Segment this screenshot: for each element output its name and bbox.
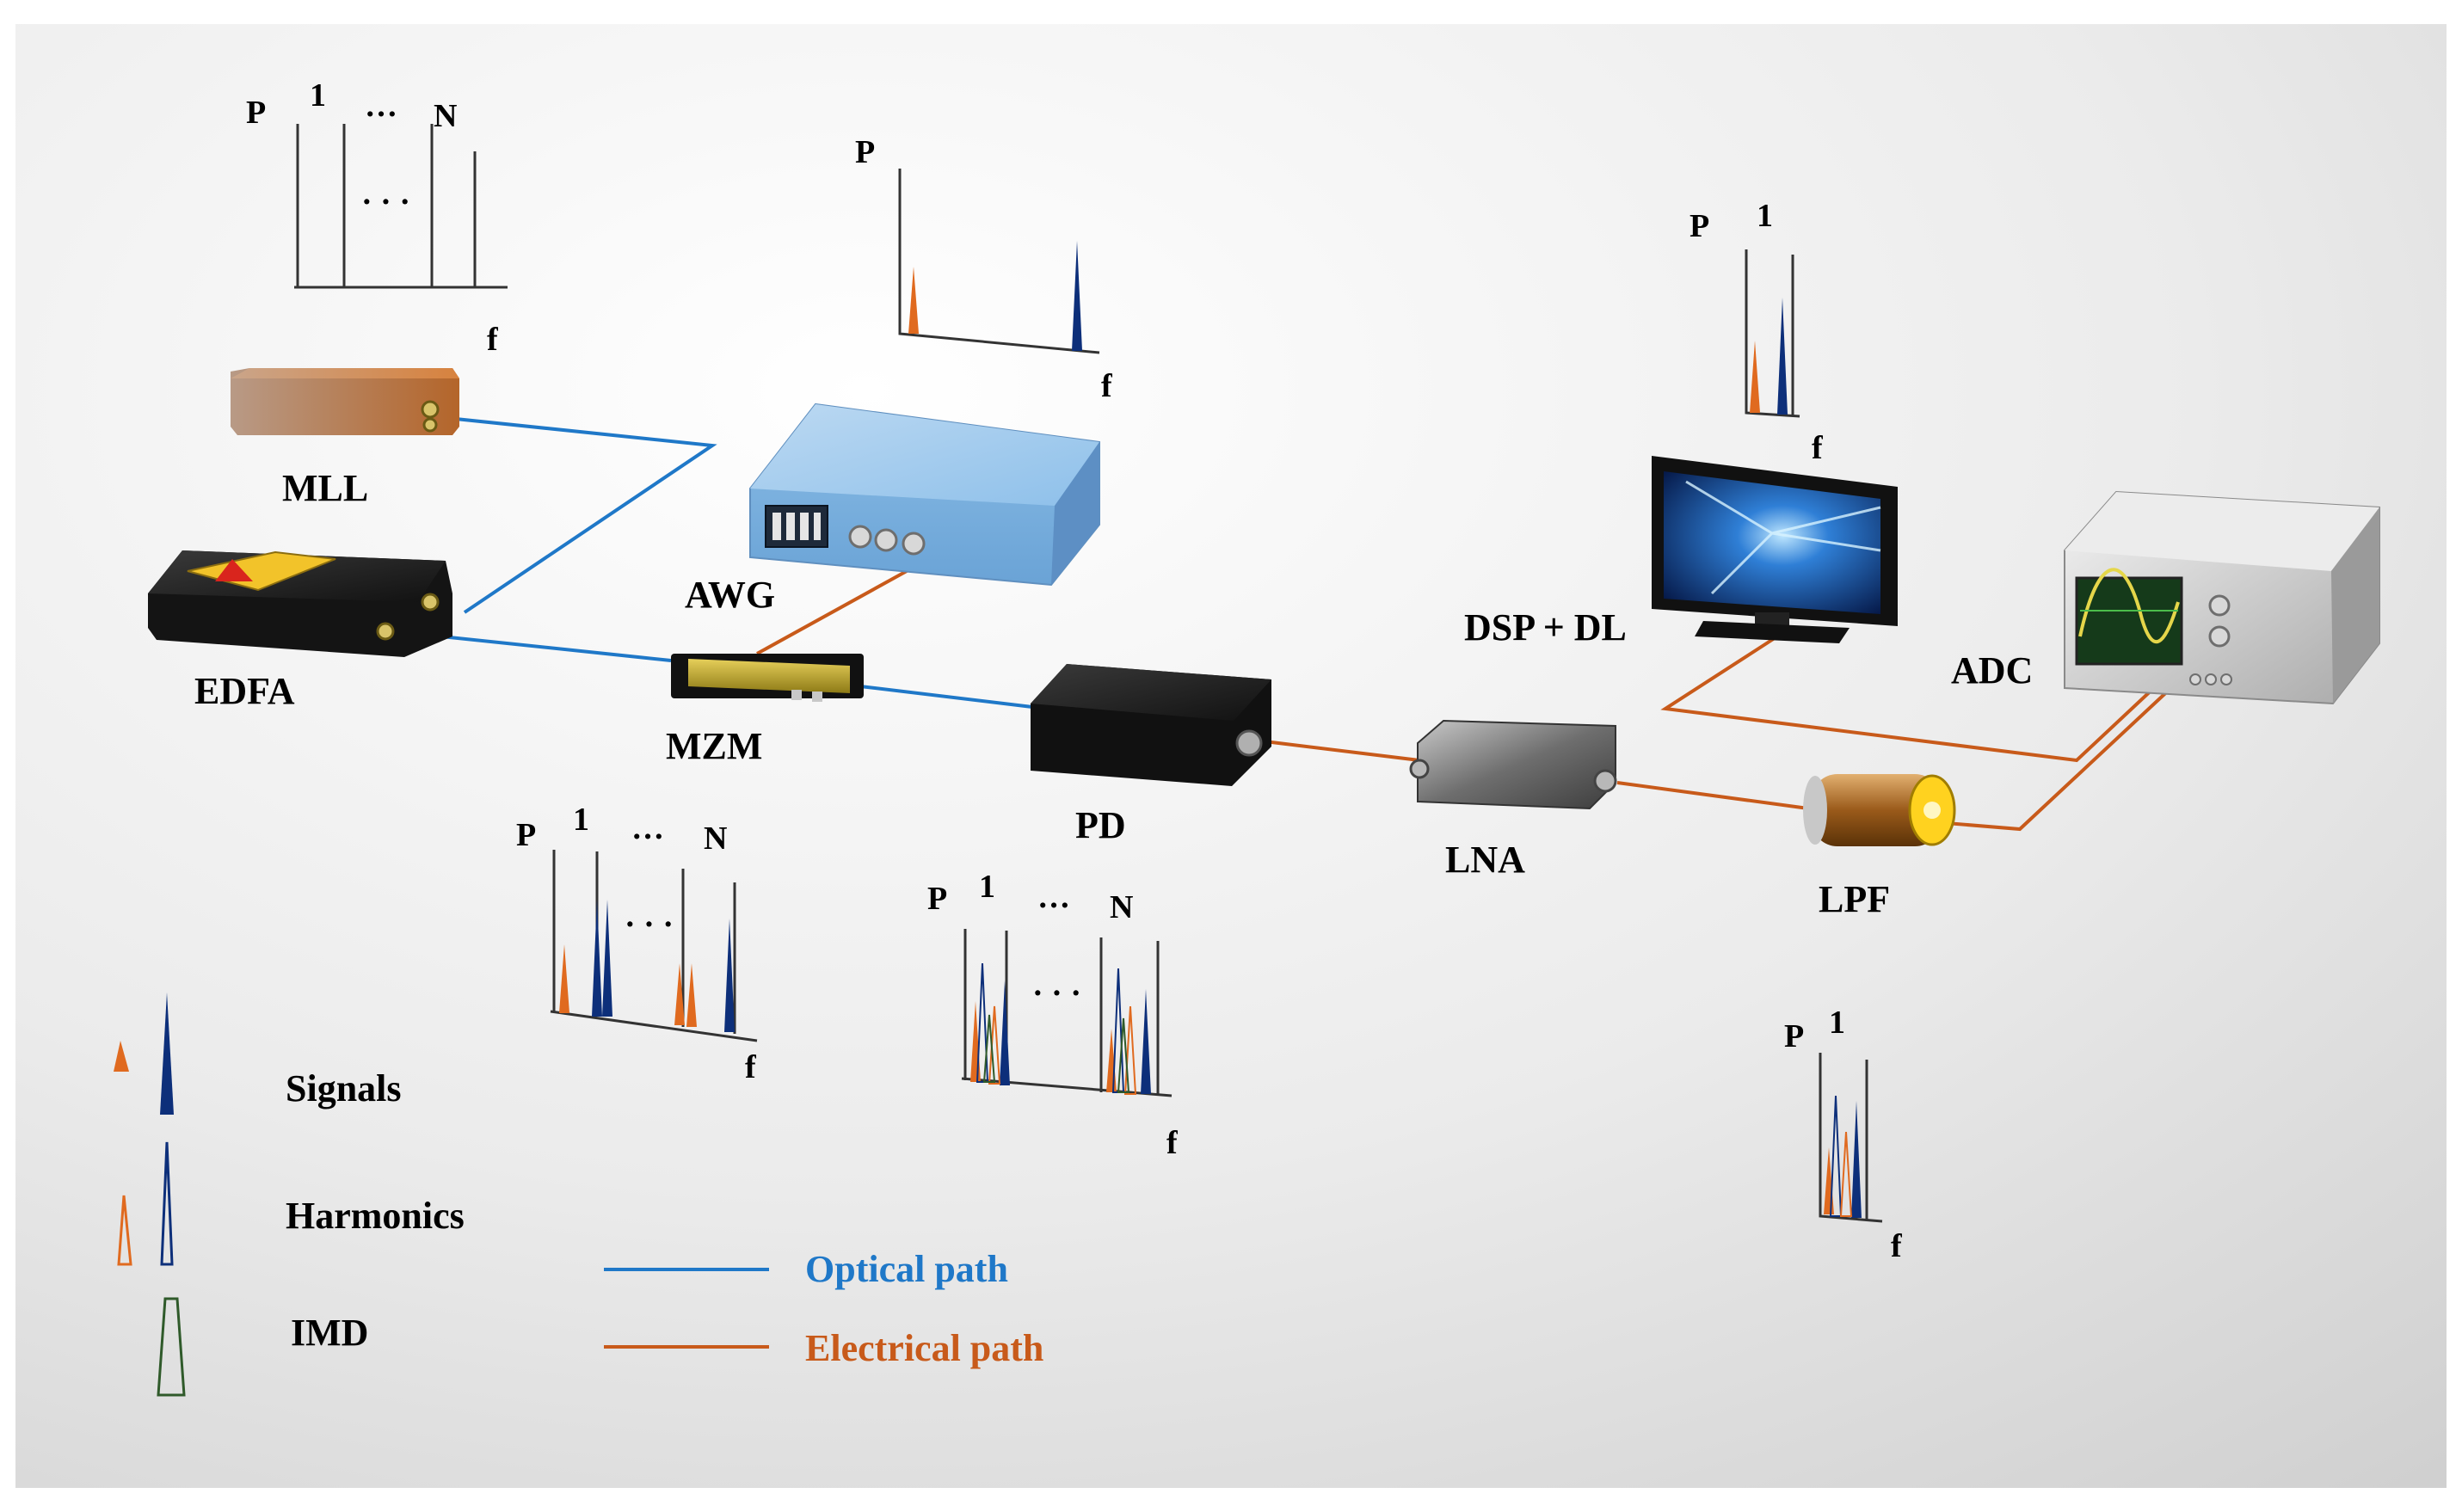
pd-device — [1031, 664, 1271, 786]
optical-fiber-mll-edfa — [446, 416, 717, 614]
lpf-spectrum-f-label: f — [1891, 1228, 1902, 1264]
mll-device — [231, 368, 459, 435]
lpf-spectrum-1-label: 1 — [1829, 1005, 1845, 1041]
legend — [114, 993, 769, 1397]
dsp-spectrum-f-label: f — [1812, 430, 1823, 466]
legend-optical-path-label: Optical path — [805, 1248, 1008, 1290]
awg-device — [749, 403, 1100, 587]
mzm-signal-orange — [559, 944, 569, 1013]
dsp-spectrum-axes — [1745, 249, 1800, 418]
pd-imd-green — [982, 1014, 996, 1083]
pd-spectrum — [961, 929, 1173, 1097]
pd-spectrum-f-axis — [961, 1077, 1173, 1097]
electrical-paths — [756, 569, 2176, 832]
mll-spectrum-f-label: f — [487, 322, 498, 358]
mzm-device — [671, 654, 864, 702]
pd-spectrum-f-label: f — [1166, 1125, 1178, 1161]
mzm-spectrum-1-label: 1 — [573, 802, 589, 838]
mzm-signal-orange — [674, 963, 685, 1025]
dsp-signal-blue — [1777, 298, 1788, 415]
mzm-spectrum-mid-dots: · · · — [625, 907, 674, 943]
lna-device — [1409, 719, 1617, 810]
pd-imd-green — [1117, 1017, 1130, 1093]
dsp-monitor — [1652, 456, 1898, 643]
mll-spectrum-p-label: P — [246, 95, 267, 131]
pd-spectrum-mid-dots: · · · — [1032, 975, 1082, 1011]
dsp-spectrum — [1745, 249, 1800, 418]
pd-spectrum-p-label: P — [927, 881, 948, 917]
awg-spectrum-p-label: P — [855, 134, 876, 170]
legend-harmonic-blue — [160, 1141, 174, 1266]
legend-harmonics-label: Harmonics — [286, 1195, 465, 1237]
mzm-signal-orange — [686, 963, 697, 1027]
lpf-device — [1803, 774, 1956, 846]
legend-signal-orange — [114, 1041, 129, 1072]
lna-label: LNA — [1445, 839, 1525, 881]
mll-spectrum-dots-label: … — [365, 88, 397, 124]
lpf-spectrum — [1819, 1053, 1883, 1223]
awg-spectrum — [898, 169, 1100, 354]
mzm-spectrum-dots-label: … — [631, 810, 664, 846]
mzm-signal-blue — [724, 919, 735, 1032]
awg-signal-blue — [1072, 241, 1082, 351]
lpf-signal-blue — [1851, 1101, 1862, 1218]
pd-spectrum-1-label: 1 — [979, 869, 995, 905]
mll-label: MLL — [282, 467, 369, 509]
mll-spectrum-n-label: N — [434, 98, 458, 134]
cable-awg-mzm — [756, 569, 908, 655]
lpf-spectrum-axes — [1819, 1053, 1883, 1223]
dsp-spectrum-1-label: 1 — [1757, 198, 1773, 234]
pd-label: PD — [1075, 804, 1126, 846]
awg-spectrum-f-label: f — [1101, 368, 1112, 404]
mll-spectrum — [294, 124, 508, 289]
awg-label: AWG — [685, 574, 776, 616]
cable-adc-dsp — [1660, 635, 2159, 763]
legend-imd-label: IMD — [291, 1312, 369, 1354]
mzm-label: MZM — [666, 725, 763, 767]
legend-signals-label: Signals — [286, 1067, 402, 1109]
lpf-harmonic-orange — [1839, 1131, 1853, 1217]
optical-fiber-mzm-pd — [859, 685, 1033, 709]
pd-spectrum-dots-label: … — [1037, 879, 1070, 915]
mll-spectrum-mid-dots: · · · — [361, 184, 411, 220]
awg-signal-orange — [908, 267, 919, 334]
adc-device — [2064, 490, 2380, 705]
edfa-device — [148, 550, 452, 657]
pd-signal-blue — [1000, 980, 1010, 1085]
adc-label: ADC — [1951, 649, 2034, 691]
mzm-signal-blue — [602, 900, 612, 1017]
mzm-spectrum-f-axis — [550, 1010, 758, 1042]
mzm-spectrum-n-label: N — [704, 821, 728, 857]
pd-signal-blue — [1141, 989, 1151, 1094]
dsp-label: DSP + DL — [1464, 606, 1627, 648]
mzm-spectrum — [550, 850, 758, 1042]
legend-electrical-path-label: Electrical path — [805, 1327, 1044, 1369]
cable-pd-lna — [1264, 740, 1420, 762]
edfa-label: EDFA — [194, 670, 295, 712]
mzm-spectrum-f-label: f — [745, 1049, 756, 1085]
pd-harmonic-orange — [1123, 1005, 1137, 1095]
mll-spectrum-1-label: 1 — [310, 77, 326, 114]
pd-harmonic-blue — [976, 962, 989, 1083]
legend-signal-blue — [160, 993, 174, 1115]
awg-spectrum-axes — [898, 169, 1100, 354]
lpf-label: LPF — [1819, 878, 1891, 920]
mzm-signal-blue — [592, 900, 602, 1017]
legend-harmonic-orange — [117, 1195, 132, 1266]
cable-lpf-adc — [1935, 683, 2176, 832]
cable-lna-lpf — [1616, 781, 1809, 810]
lpf-harmonic-blue — [1829, 1095, 1843, 1217]
legend-imd-green — [157, 1297, 186, 1397]
mzm-spectrum-p-label: P — [516, 817, 537, 853]
lpf-spectrum-p-label: P — [1784, 1018, 1805, 1054]
pd-spectrum-n-label: N — [1110, 889, 1134, 925]
dsp-signal-orange — [1750, 341, 1760, 413]
dsp-spectrum-p-label: P — [1690, 208, 1710, 244]
